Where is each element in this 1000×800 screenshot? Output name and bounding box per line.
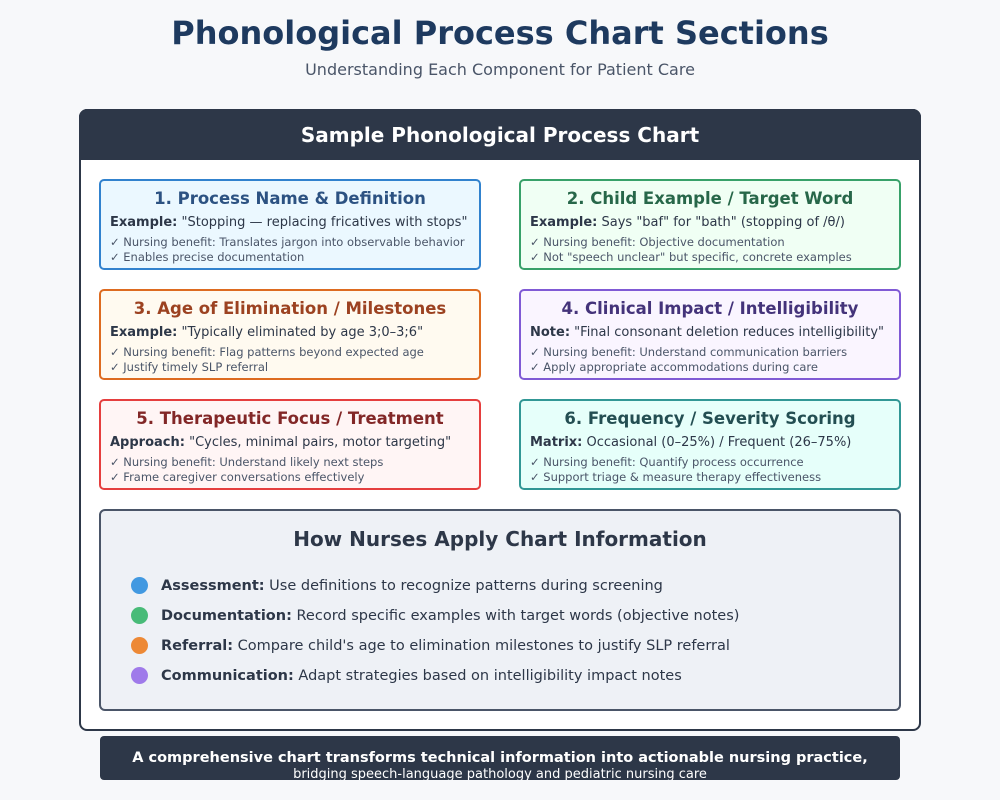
- card-example: Note: "Final consonant deletion reduces …: [530, 325, 899, 340]
- purple-dot-icon: [131, 667, 148, 684]
- apply-item-text: Communication: Adapt strategies based on…: [161, 668, 682, 684]
- card-title: 6. Frequency / Severity Scoring: [564, 409, 856, 428]
- card-benefit: ✓ Nursing benefit: Quantify process occu…: [530, 455, 804, 469]
- footer-line-1: A comprehensive chart transforms technic…: [132, 750, 868, 766]
- card-title: 1. Process Name & Definition: [154, 189, 426, 208]
- card-benefit: ✓ Not "speech unclear" but specific, con…: [530, 250, 852, 264]
- blue-dot-icon: [131, 577, 148, 594]
- orange-dot-icon: [131, 637, 148, 654]
- page-title: Phonological Process Chart Sections: [171, 14, 829, 52]
- card-clinical-impact: 4. Clinical Impact / Intelligibility Not…: [519, 289, 901, 380]
- card-benefit: ✓ Frame caregiver conversations effectiv…: [110, 470, 365, 484]
- card-example: Example: "Typically eliminated by age 3;…: [110, 325, 479, 340]
- card-benefit: ✓ Nursing benefit: Translates jargon int…: [110, 235, 465, 249]
- apply-item-text: Assessment: Use definitions to recognize…: [161, 578, 663, 594]
- card-benefit: ✓ Justify timely SLP referral: [110, 360, 269, 374]
- apply-item-desc: Record specific examples with target wor…: [291, 607, 740, 624]
- card-example: Matrix: Occasional (0–25%) / Frequent (2…: [530, 435, 899, 450]
- card-example-label: Example:: [110, 325, 178, 340]
- card-title: 3. Age of Elimination / Milestones: [133, 299, 447, 318]
- card-example: Example: Says "baf" for "bath" (stopping…: [530, 215, 899, 230]
- card-age-of-elimination: 3. Age of Elimination / Milestones Examp…: [99, 289, 481, 380]
- apply-item-communication: Communication: Adapt strategies based on…: [131, 667, 682, 684]
- card-benefit: ✓ Nursing benefit: Objective documentati…: [530, 235, 785, 249]
- card-example-text: "Typically eliminated by age 3;0–3;6": [177, 325, 424, 340]
- card-example-text: Occasional (0–25%) / Frequent (26–75%): [582, 435, 852, 450]
- apply-item-assessment: Assessment: Use definitions to recognize…: [131, 577, 663, 594]
- card-example-label: Approach:: [110, 435, 185, 450]
- card-frequency-severity: 6. Frequency / Severity Scoring Matrix: …: [519, 399, 901, 490]
- card-title: 2. Child Example / Target Word: [566, 189, 854, 208]
- card-therapeutic-focus: 5. Therapeutic Focus / Treatment Approac…: [99, 399, 481, 490]
- apply-panel: How Nurses Apply Chart Information Asses…: [99, 509, 901, 711]
- card-benefit: ✓ Support triage & measure therapy effec…: [530, 470, 822, 484]
- card-example-text: "Final consonant deletion reduces intell…: [570, 325, 884, 340]
- page-subtitle: Understanding Each Component for Patient…: [305, 60, 695, 79]
- apply-item-text: Documentation: Record specific examples …: [161, 608, 739, 624]
- card-example-label: Example:: [530, 215, 598, 230]
- card-example: Approach: "Cycles, minimal pairs, motor …: [110, 435, 479, 450]
- card-benefit: ✓ Nursing benefit: Understand likely nex…: [110, 455, 384, 469]
- card-benefit: ✓ Nursing benefit: Flag patterns beyond …: [110, 345, 424, 359]
- card-benefit: ✓ Enables precise documentation: [110, 250, 305, 264]
- card-process-name: 1. Process Name & Definition Example: "S…: [99, 179, 481, 270]
- card-example-text: Says "baf" for "bath" (stopping of /θ/): [597, 215, 845, 230]
- card-example-label: Matrix:: [530, 435, 583, 450]
- card-example-text: "Cycles, minimal pairs, motor targeting": [184, 435, 452, 450]
- apply-title: How Nurses Apply Chart Information: [293, 527, 707, 551]
- apply-item-referral: Referral: Compare child's age to elimina…: [131, 637, 730, 654]
- card-title: 4. Clinical Impact / Intelligibility: [561, 299, 859, 318]
- green-dot-icon: [131, 607, 148, 624]
- chart-header: Sample Phonological Process Chart: [79, 109, 921, 160]
- apply-item-desc: Compare child's age to elimination miles…: [233, 637, 730, 654]
- apply-item-documentation: Documentation: Record specific examples …: [131, 607, 739, 624]
- apply-item-label: Communication:: [161, 667, 294, 684]
- apply-item-desc: Use definitions to recognize patterns du…: [264, 577, 663, 594]
- card-benefit: ✓ Apply appropriate accommodations durin…: [530, 360, 818, 374]
- card-example-label: Example:: [110, 215, 178, 230]
- apply-item-desc: Adapt strategies based on intelligibilit…: [293, 667, 682, 684]
- apply-item-text: Referral: Compare child's age to elimina…: [161, 638, 730, 654]
- apply-item-label: Referral:: [161, 637, 233, 654]
- card-example-text: "Stopping — replacing fricatives with st…: [177, 215, 468, 230]
- card-example: Example: "Stopping — replacing fricative…: [110, 215, 479, 230]
- card-child-example: 2. Child Example / Target Word Example: …: [519, 179, 901, 270]
- card-title: 5. Therapeutic Focus / Treatment: [136, 409, 444, 428]
- card-example-label: Note:: [530, 325, 571, 340]
- footer-line-2: bridging speech-language pathology and p…: [293, 767, 707, 780]
- footer-banner: A comprehensive chart transforms technic…: [100, 736, 900, 780]
- apply-item-label: Documentation:: [161, 607, 292, 624]
- card-benefit: ✓ Nursing benefit: Understand communicat…: [530, 345, 848, 359]
- apply-item-label: Assessment:: [161, 577, 265, 594]
